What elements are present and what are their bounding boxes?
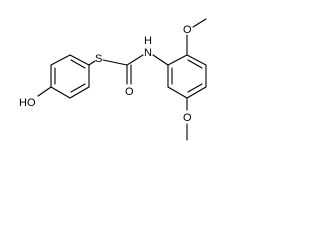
bond-ring2-d xyxy=(186,86,207,99)
bond-ring1-a xyxy=(69,54,90,66)
bond-ring1-double-1 xyxy=(70,59,86,69)
bond-ring2-e xyxy=(167,86,188,99)
dimethoxyphenyl-ring xyxy=(167,54,207,99)
nitrogen-label: N xyxy=(144,47,152,59)
bond-ring1-c xyxy=(69,86,90,99)
bond-ring2-a xyxy=(167,54,188,66)
carbonyl-oxygen-label: O xyxy=(125,86,134,98)
bond-n-ring2 xyxy=(152,54,169,66)
bond-ring1-s xyxy=(88,60,96,66)
bond-ring1-f xyxy=(50,54,71,66)
nitrogen-hydrogen-label: H xyxy=(144,35,152,47)
phenol-ring xyxy=(50,54,90,99)
bond-ring1-double-2 xyxy=(70,83,86,93)
bond-top-o-methyl xyxy=(192,18,207,28)
bond-ring1-d xyxy=(50,86,71,99)
bond-carbonyl-n xyxy=(126,54,144,66)
sulfur-label: S xyxy=(95,53,102,65)
bond-ring1-oh xyxy=(37,86,52,97)
methoxy-bottom-oxygen-label: O xyxy=(183,112,192,124)
hydroxyl-label: HO xyxy=(19,97,36,109)
chemical-structure-diagram: HO S O H N O O xyxy=(19,18,207,141)
methoxy-top-oxygen-label: O xyxy=(183,24,192,36)
bond-ring2-double-1 xyxy=(187,59,203,69)
bond-ring2-double-2 xyxy=(187,83,203,93)
bond-s-carbonyl xyxy=(102,59,128,66)
bond-ring2-b xyxy=(186,54,207,66)
